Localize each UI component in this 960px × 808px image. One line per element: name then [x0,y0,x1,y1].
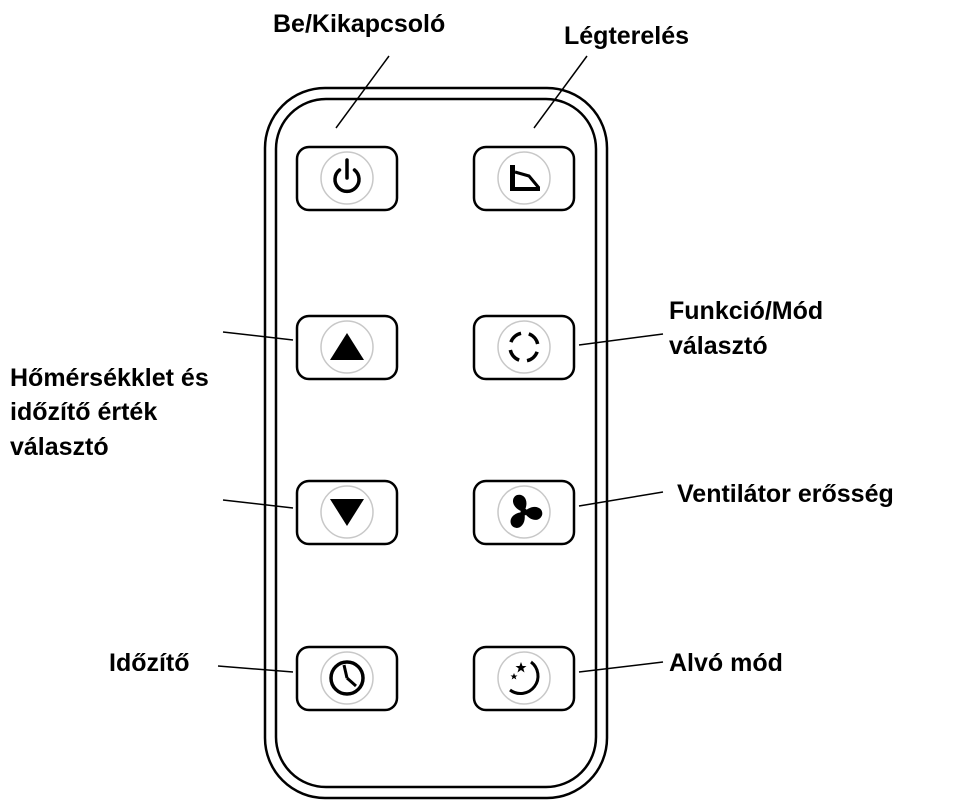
label-power: Be/Kikapcsoló [273,10,445,38]
leader-line-up [222,331,294,341]
label-swing: Légterelés [564,22,689,50]
remote-body-inner [274,97,598,789]
leader-line-down [222,499,294,509]
label-temp-line3: választó [10,433,109,461]
down-button[interactable] [295,479,399,546]
label-fan: Ventilátor erősség [677,480,894,508]
triangle-down-icon [330,499,364,526]
power-icon [333,158,361,194]
leader-line-sleep [578,661,664,673]
leader-line-swing [533,55,588,129]
fan-button[interactable] [472,479,576,546]
label-mode-line2: választó [669,332,768,360]
fan-icon [510,494,543,528]
moon-stars-icon [509,660,540,695]
leader-line-power [335,55,390,129]
swing-icon [510,165,541,191]
remote-body-outer [263,86,609,800]
clock-icon [329,660,365,696]
label-temp-line2: időzítő érték [10,398,157,426]
up-button[interactable] [295,314,399,381]
leader-line-fan [578,491,664,507]
triangle-up-icon [330,333,364,360]
swing-button[interactable] [472,145,576,212]
power-button[interactable] [295,145,399,212]
leader-lines [217,55,664,673]
leader-line-timer [217,665,294,673]
label-timer: Időzítő [109,649,190,677]
mode-button[interactable] [472,314,576,381]
leader-line-mode [578,333,664,346]
mode-circle-icon [508,331,540,363]
sleep-button[interactable] [472,645,576,712]
label-mode-line1: Funkció/Mód [669,297,823,325]
timer-button[interactable] [295,645,399,712]
label-temp-line1: Hőmérsékklet és [10,364,209,392]
label-sleep: Alvó mód [669,649,783,677]
